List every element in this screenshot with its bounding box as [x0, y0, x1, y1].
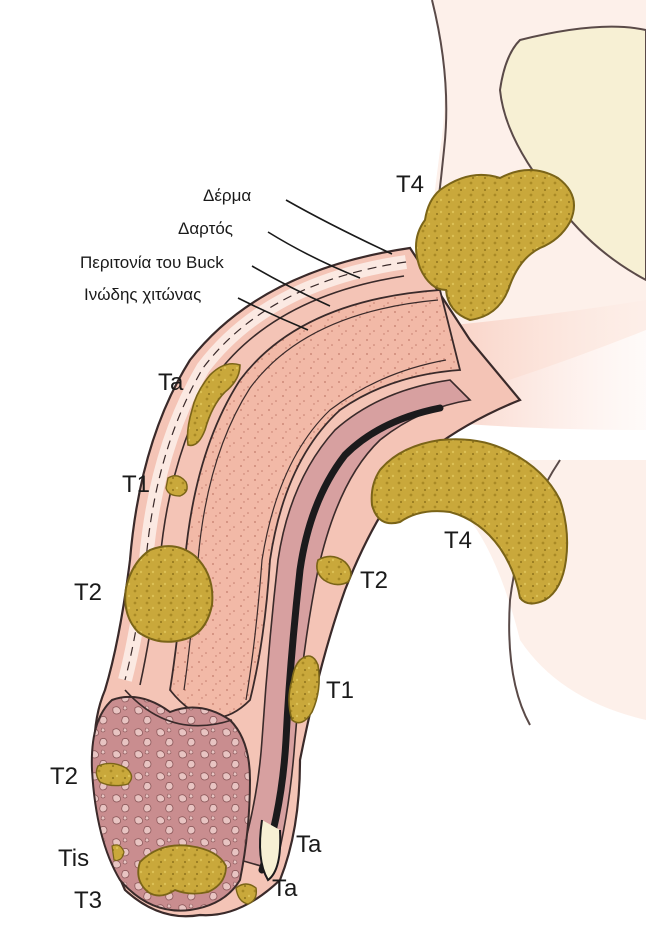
label-skin: Δέρμα [203, 186, 251, 205]
leader-line-tunica [237, 297, 309, 331]
label-buck-fascia: Περιτονία του Buck [80, 253, 224, 272]
tumor-t1-left [165, 475, 188, 497]
label-t1-right: T1 [326, 677, 354, 704]
label-t2-left: T2 [74, 579, 102, 606]
tumor-t2-glans [95, 762, 133, 787]
tumor-tis [111, 844, 125, 861]
tumor-t4-right [370, 438, 569, 605]
fossa-navicularis [259, 819, 282, 882]
label-tis: Tis [58, 845, 89, 872]
label-t4-top: T4 [396, 171, 424, 198]
label-t2-right: T2 [360, 567, 388, 594]
label-ta-lower-2: Ta [272, 875, 298, 902]
tumor-t4-top [415, 169, 575, 322]
label-tunica-albuginea: Ινώδης χιτώνας [84, 285, 201, 304]
corpus-inner-line [245, 359, 447, 701]
label-t1-left: T1 [122, 471, 150, 498]
urethra [258, 404, 444, 874]
leader-line-dartos [267, 231, 361, 279]
corpus-spongiosum [239, 379, 472, 871]
label-t2-glans: T2 [50, 763, 78, 790]
tumor-t2-left [124, 545, 214, 643]
tumor-ta-lower [235, 883, 258, 905]
tumor-t1-right [288, 655, 320, 724]
tumor-t2-right [316, 555, 352, 586]
label-ta-lower-1: Ta [296, 831, 322, 858]
label-ta-upper: Ta [158, 369, 184, 396]
leader-line-buck [251, 265, 331, 307]
label-t4-right: T4 [444, 527, 472, 554]
leader-line-skin [285, 199, 393, 255]
glans-corona-line [124, 689, 233, 727]
label-t3: T3 [74, 887, 102, 914]
label-dartos: Δαρτός [178, 219, 233, 238]
tumor-t3 [137, 844, 227, 897]
tumor-ta-upper [186, 362, 241, 447]
dartos-layer-dashes [124, 261, 407, 681]
